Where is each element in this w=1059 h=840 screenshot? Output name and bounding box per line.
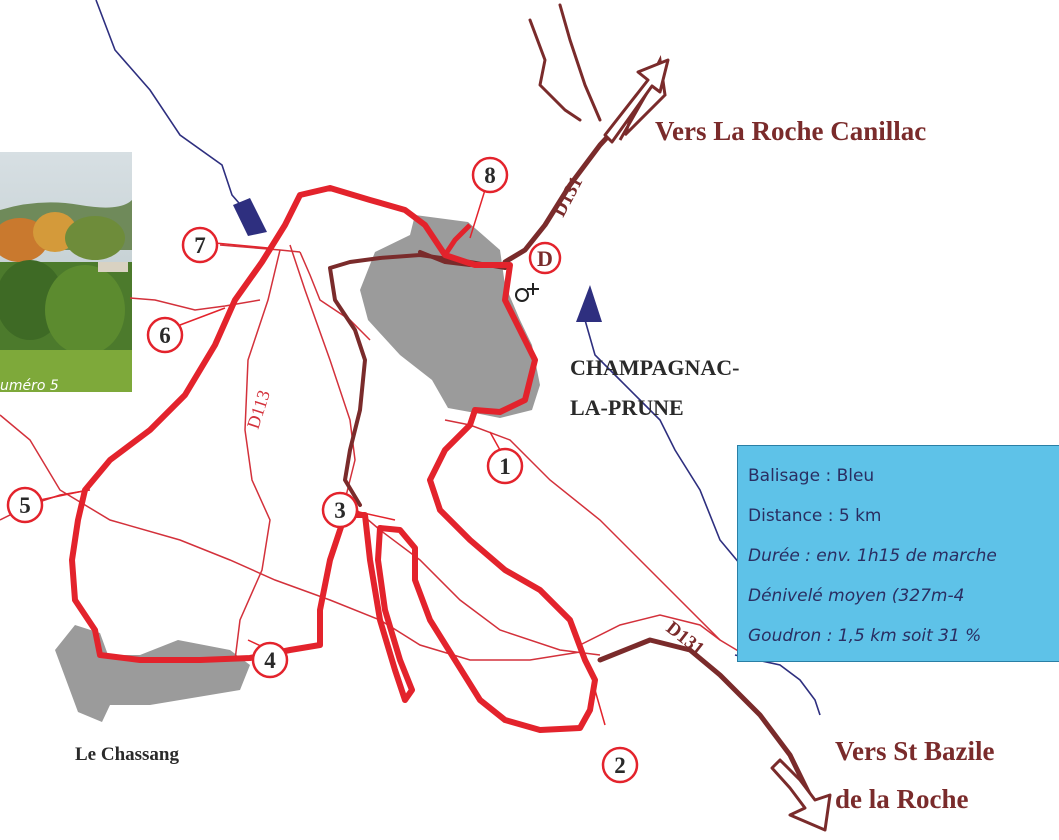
waypoint-marker: 5 <box>6 486 44 524</box>
waypoint-circle <box>251 641 289 679</box>
start-badge <box>528 241 562 275</box>
direction-arrow-icon <box>603 58 670 144</box>
start-label: D <box>537 246 553 271</box>
waypoint-circle <box>181 226 219 264</box>
info-balisage: Balisage : Bleu <box>748 466 875 486</box>
waypoint-group: 1 2 3 4 5 6 7 8 <box>6 156 639 784</box>
waypoint-marker: 6 <box>146 316 184 354</box>
destination-north-label: Vers La Roche Canillac <box>655 116 926 146</box>
road-label-d131-north: D131 <box>549 173 587 220</box>
info-duree: Durée : env. 1h15 de marche <box>748 546 997 566</box>
info-denivele: Dénivelé moyen (327m-4 <box>748 586 965 606</box>
blue-triangle-icon <box>576 285 602 322</box>
waypoint-marker: 2 <box>601 746 639 784</box>
info-goudron: Goudron : 1,5 km soit 31 % <box>748 626 982 646</box>
waypoint-marker: 4 <box>251 641 289 679</box>
roads <box>328 3 815 803</box>
destination-south-line2: de la Roche <box>835 784 969 814</box>
village-name-line2: LA-PRUNE <box>570 395 684 420</box>
waypoint-circle <box>601 746 639 784</box>
main-trail-loop <box>69 185 598 733</box>
waypoint-circle <box>486 447 524 485</box>
waypoint-number: 3 <box>334 498 346 523</box>
waypoint-number: 1 <box>499 454 511 479</box>
road-d131-south <box>597 637 815 803</box>
road-label-d113: D113 <box>243 388 274 432</box>
waypoint-number: 5 <box>19 493 31 518</box>
waypoint-circle <box>471 156 509 194</box>
blue-triangle-icon <box>233 198 267 236</box>
village-area-le-chassang <box>55 625 250 722</box>
waypoint-marker: 3 <box>321 491 359 529</box>
waypoint-number: 7 <box>194 233 206 258</box>
road-d131-north <box>502 115 628 265</box>
waypoint-number: 4 <box>264 648 276 673</box>
route-info-box: Balisage : Bleu Distance : 5 km Durée : … <box>737 445 1059 662</box>
waypoint-circle <box>321 491 359 529</box>
destination-south-line1: Vers St Bazile <box>835 736 994 766</box>
waypoint-marker: 1 <box>486 447 524 485</box>
stream-east <box>584 319 751 601</box>
start-marker-icon <box>515 283 539 302</box>
road-label-d131-south: D131 <box>662 617 708 660</box>
stream-north <box>95 0 246 211</box>
info-distance: Distance : 5 km <box>748 506 882 526</box>
waypoint-number: 8 <box>484 163 496 188</box>
hamlet-name: Le Chassang <box>75 744 179 765</box>
waypoint-number: 2 <box>614 753 626 778</box>
direction-arrow-icon <box>770 758 832 832</box>
trail-spur <box>442 223 472 257</box>
waypoint-circle <box>146 316 184 354</box>
waypoint-circle <box>6 486 44 524</box>
landscape-photo <box>0 152 132 392</box>
waypoint-marker: 8 <box>471 156 509 194</box>
waypoint-number: 6 <box>159 323 171 348</box>
waypoint-leaders <box>39 189 606 726</box>
village-name-line1: CHAMPAGNAC- <box>570 355 739 380</box>
photo-caption: uméro 5 <box>0 378 59 394</box>
waypoint-marker: 7 <box>181 226 219 264</box>
